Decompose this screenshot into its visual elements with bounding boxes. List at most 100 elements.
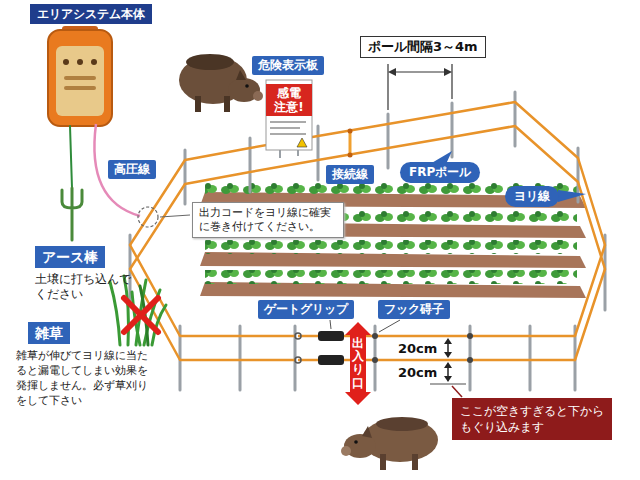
part-tag: ゲートグリップ — [258, 300, 354, 319]
fence-posts — [130, 92, 605, 390]
wild-boar — [341, 417, 438, 470]
wild-boar — [186, 54, 234, 70]
weeds — [110, 276, 166, 345]
fence-wires — [130, 126, 605, 360]
label-text: 危険表示板 — [252, 56, 324, 75]
label-text: 高圧線 — [108, 160, 156, 179]
fence-posts — [387, 114, 390, 168]
energizer-unit — [48, 30, 112, 126]
callout-bubble: FRPポール — [400, 162, 480, 183]
earth-rod — [62, 126, 82, 240]
high-voltage-wire — [138, 207, 158, 227]
danger-sign — [266, 84, 312, 116]
crop-field — [200, 252, 586, 268]
danger-sign — [266, 80, 312, 150]
wild-boar — [236, 70, 246, 80]
label-text: 接続線 — [326, 165, 374, 184]
height-marker — [444, 352, 452, 358]
height-marker — [430, 383, 466, 385]
sign-text: 感電 — [266, 86, 312, 100]
dimension-line — [392, 71, 448, 72]
dimension-line — [388, 64, 452, 110]
wild-boar — [253, 91, 263, 101]
dimension-line — [388, 68, 396, 76]
energizer-unit — [63, 59, 69, 65]
callout-tail — [558, 190, 586, 202]
danger-sign — [270, 133, 306, 135]
part-tag: フック碍子 — [378, 300, 450, 319]
connection-wire — [348, 129, 353, 134]
callout-bubble: ヨリ線 — [505, 186, 559, 207]
hook-insulator — [372, 333, 378, 339]
gate-grip — [295, 331, 344, 365]
wild-boar — [362, 426, 372, 438]
dimension-label: 20cm — [398, 341, 437, 356]
danger-sign — [270, 127, 300, 129]
crop-field — [205, 270, 577, 284]
height-marker — [444, 362, 452, 368]
wild-boar — [195, 96, 201, 112]
energizer-unit — [77, 59, 83, 65]
fence-posts — [317, 126, 320, 180]
label-text: アース棒 — [35, 246, 105, 268]
connection-wire — [349, 131, 352, 155]
dimension-label: 20cm — [398, 365, 437, 380]
earth-rod — [70, 126, 72, 188]
gate-grip — [318, 355, 344, 365]
height-marker — [444, 376, 452, 382]
wild-boar — [341, 446, 351, 456]
title-tag: エリアシステム本体 — [30, 4, 152, 24]
wild-boar — [354, 440, 358, 444]
label-text: 出力コードをヨリ線に確実に巻き付けてください。 — [192, 202, 344, 238]
hook-insulator — [467, 357, 473, 363]
arrow-shape — [345, 322, 371, 405]
energizer-unit — [64, 86, 96, 90]
prohibition-cross — [124, 298, 158, 332]
earth-rod — [62, 188, 82, 240]
body-text: 雑草が伸びてヨリ線に当たると漏電してしまい効果を発揮しません。必ず草刈りをして下… — [16, 348, 158, 408]
danger-sign — [297, 138, 307, 147]
fence-wires — [130, 102, 605, 360]
hook-insulator — [372, 357, 378, 363]
body-text: 土壌に打ち込んでください — [35, 272, 135, 302]
label-text: ポール間隔3～4m — [360, 36, 486, 58]
leader-line — [330, 320, 331, 329]
fence-posts — [184, 150, 187, 204]
part-tag: アース棒土壌に打ち込んでください — [35, 246, 135, 302]
wild-boar — [376, 417, 428, 431]
high-voltage-wire — [94, 124, 190, 227]
prohibition-cross — [124, 298, 158, 332]
part-tag: 高圧線 — [108, 160, 156, 179]
dimension-line — [451, 64, 452, 99]
prohibition-cross — [124, 298, 158, 332]
part-tag: 接続線 — [326, 165, 374, 184]
height-marker — [452, 386, 462, 397]
connection-wire — [348, 129, 353, 158]
weeds — [110, 282, 120, 345]
fence-posts — [514, 92, 517, 146]
label-text: エリアシステム本体 — [30, 4, 152, 24]
label-text: ヨリ線 — [505, 186, 559, 207]
warning-tag: 雑草雑草が伸びてヨリ線に当たると漏電してしまい効果を発揮しません。必ず草刈りをし… — [16, 322, 158, 408]
wild-boar — [380, 454, 386, 470]
fence-posts — [451, 103, 454, 157]
label-text: ゲートグリップ — [258, 300, 354, 319]
high-voltage-wire — [160, 215, 190, 217]
note-box: 出力コードをヨリ線に確実に巻き付けてください。 — [192, 202, 344, 238]
danger-sign — [270, 121, 306, 123]
hook-insulator — [372, 333, 473, 363]
sign-text: 注意! — [266, 100, 312, 114]
dimension-box: ポール間隔3～4m — [360, 36, 486, 58]
gate-grip — [295, 357, 301, 363]
label-text: ここが空きすぎると下からもぐり込みます — [452, 398, 612, 440]
label-text: 出入り口 — [352, 337, 364, 390]
warning-box: ここが空きすぎると下からもぐり込みます — [452, 398, 612, 440]
label-text: フック碍子 — [378, 300, 450, 319]
crop-field — [205, 240, 577, 254]
leader-line — [379, 320, 400, 332]
hook-insulator — [467, 333, 473, 339]
entrance-arrow: 出入り口 — [345, 322, 371, 405]
fence-wires — [130, 102, 605, 336]
crop-field — [200, 180, 586, 298]
